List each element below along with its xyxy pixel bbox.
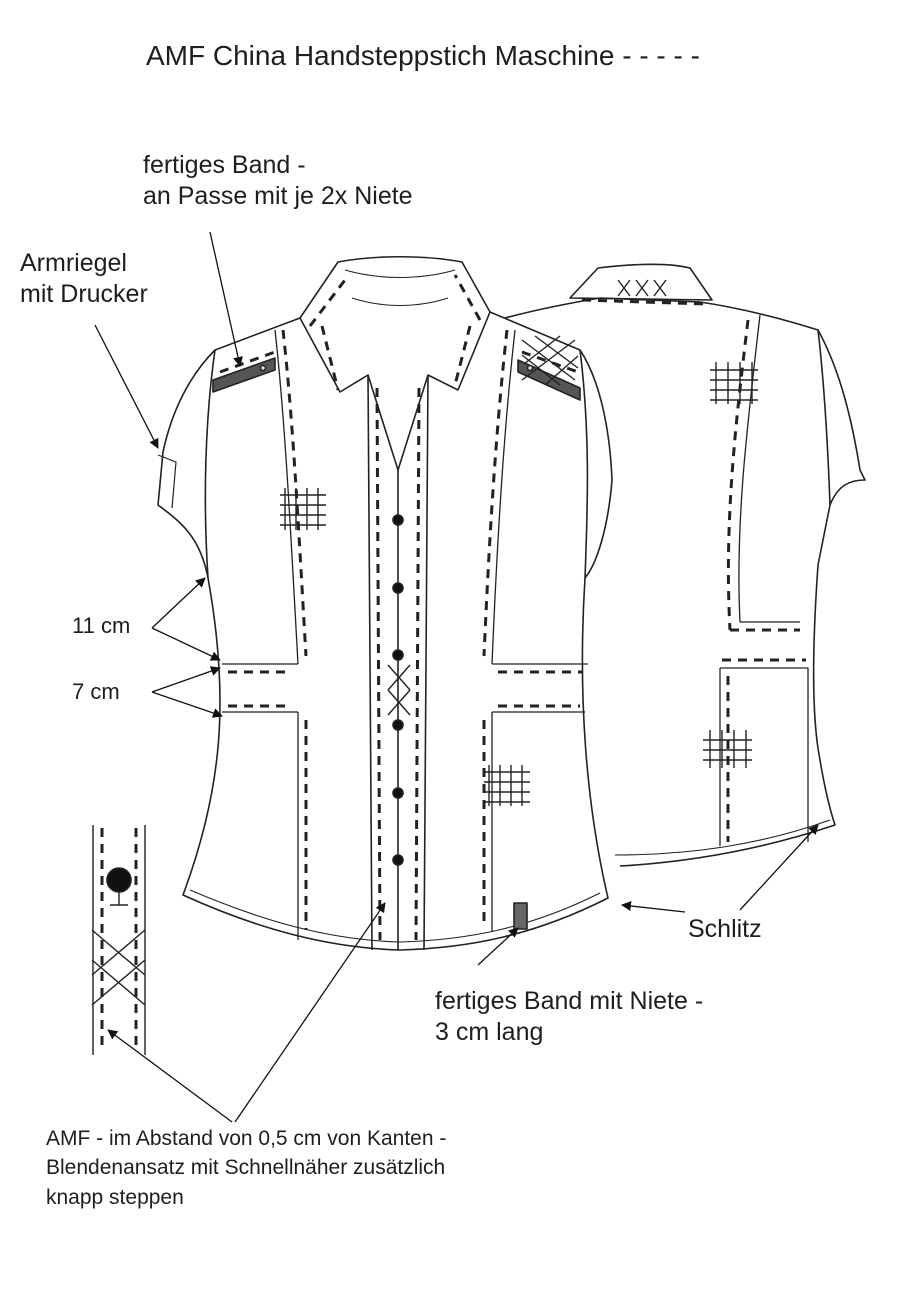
- label-width-7: 7 cm: [72, 679, 120, 704]
- front-view: [157, 255, 613, 951]
- front-shoulder-bands: [212, 357, 581, 401]
- label-band-passe-line1: fertiges Band -: [143, 151, 306, 179]
- front-right-sleeve: [579, 349, 613, 579]
- callout-arrows: [94, 231, 819, 1123]
- label-width-11: 11 cm: [72, 613, 131, 638]
- label-band-niete: fertiges Band mit Niete - 3 cm lang: [435, 986, 703, 1049]
- front-buttons: [392, 514, 404, 866]
- placket-detail-inset: [91, 825, 146, 1055]
- label-band-passe-line2: an Passe mit je 2x Niete: [143, 182, 413, 211]
- front-left-sleeve: [157, 349, 216, 579]
- label-amf-note-line3: knapp steppen: [46, 1185, 184, 1209]
- label-amf-note: AMF - im Abstand von 0,5 cm von Kanten -…: [46, 1124, 446, 1212]
- front-body-outline: [182, 311, 609, 951]
- label-band-niete-line1: fertiges Band mit Niete -: [435, 987, 704, 1015]
- label-amf-note-line1: AMF - im Abstand von 0,5 cm von Kanten -: [46, 1127, 447, 1150]
- label-armriegel-line2: mit Drucker: [20, 280, 148, 309]
- label-band-passe: fertiges Band - an Passe mit je 2x Niete: [143, 150, 413, 213]
- label-armriegel-line1: Armriegel: [20, 249, 127, 277]
- front-topstitching: [219, 274, 582, 941]
- label-band-niete-line2: 3 cm lang: [435, 1018, 544, 1047]
- front-hand-stitch-patches: [280, 335, 579, 806]
- back-sleeve: [817, 329, 866, 506]
- label-armriegel: Armriegel mit Drucker: [20, 248, 148, 311]
- back-hand-stitch-patches: [617, 279, 758, 768]
- front-placket: [367, 374, 429, 951]
- page-title: AMF China Handsteppstich Maschine - - - …: [146, 40, 700, 71]
- hem-band-rivet: [513, 902, 528, 930]
- back-collar: [569, 263, 713, 301]
- back-topstitching: [581, 298, 806, 842]
- label-amf-note-line2: Blendenansatz mit Schnellnäher zusätzlic…: [46, 1156, 446, 1180]
- label-schlitz: Schlitz: [688, 915, 762, 943]
